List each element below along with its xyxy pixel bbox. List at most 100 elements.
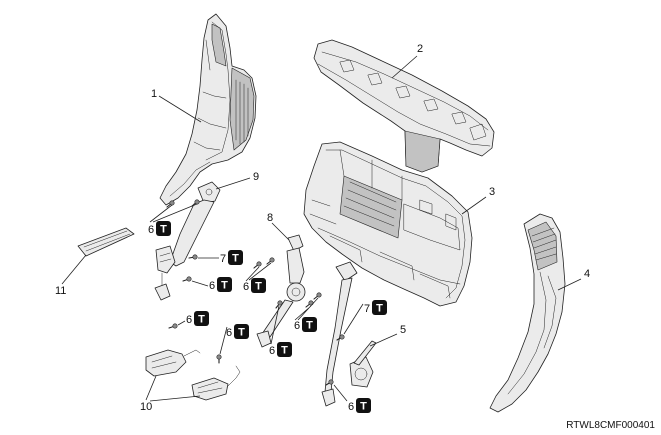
part-3-center-opening bbox=[339, 175, 403, 239]
torque-icon-symbol: T bbox=[232, 253, 239, 265]
torque-icon: T bbox=[302, 317, 317, 332]
bolt-head bbox=[186, 276, 192, 282]
leader-line-part-10 bbox=[145, 375, 201, 402]
bolt-icon bbox=[253, 261, 262, 269]
part-8-retractor-hub bbox=[291, 287, 301, 297]
torque-icon: T bbox=[372, 300, 387, 315]
part-8-upper-anchor bbox=[287, 234, 304, 252]
part-1-outline bbox=[159, 13, 257, 206]
part-1-grille-lines bbox=[235, 79, 249, 145]
bolt-icon bbox=[182, 276, 192, 282]
leader-line-part-4 bbox=[557, 278, 582, 291]
leader-line-part-1 bbox=[158, 95, 202, 123]
torque-icon: T bbox=[356, 398, 371, 413]
part-3-ribs bbox=[325, 149, 466, 299]
torque-icon-symbol: T bbox=[376, 303, 383, 315]
bolt-head bbox=[216, 354, 222, 360]
part-10-buckle-a-lines bbox=[151, 349, 201, 369]
leader-line-part-9 bbox=[215, 177, 251, 190]
part-callout-9: 9 bbox=[253, 171, 259, 183]
bolt-icon bbox=[313, 292, 322, 300]
fastener-callout: 6 bbox=[269, 345, 275, 357]
fastener-callout: 7 bbox=[220, 253, 226, 265]
leader-line-part-11 bbox=[61, 254, 87, 285]
part-4-illustration bbox=[489, 213, 566, 413]
part-1-detail-lines bbox=[169, 21, 231, 197]
part-callout-5: 5 bbox=[400, 324, 406, 336]
bolt-head bbox=[194, 199, 200, 205]
part-callout-3: 3 bbox=[489, 186, 495, 198]
leader-line-part-5 bbox=[369, 333, 398, 347]
torque-icon: T bbox=[228, 250, 243, 265]
part-2-hanging-tab bbox=[404, 130, 441, 173]
bolt-head bbox=[269, 257, 275, 263]
part-8-lower-strap bbox=[261, 299, 294, 338]
fastener-callout: 6 bbox=[226, 327, 232, 339]
part-callout-11: 11 bbox=[55, 285, 66, 297]
bolt-head bbox=[256, 261, 262, 267]
fastener-callout: 6 bbox=[186, 314, 192, 326]
bolt-head bbox=[277, 300, 283, 306]
torque-icon-box bbox=[277, 342, 292, 357]
part-2-illustration bbox=[313, 39, 495, 173]
leader-line-fastener bbox=[343, 303, 364, 335]
bolt-icon bbox=[325, 379, 334, 386]
leader-line-fastener bbox=[191, 280, 209, 287]
part-5-lower-anchor bbox=[321, 388, 336, 407]
torque-icon-box bbox=[234, 324, 249, 339]
torque-icon-box bbox=[356, 398, 371, 413]
torque-icon-box bbox=[228, 250, 243, 265]
bolt-icon bbox=[336, 334, 345, 341]
torque-icon-box bbox=[217, 277, 232, 292]
part-9-anchor-hole bbox=[205, 188, 213, 196]
leader-line-part-8 bbox=[271, 222, 290, 241]
bolt-icon bbox=[188, 254, 198, 260]
part-9-retractor bbox=[155, 245, 176, 274]
part-3-illustration bbox=[303, 141, 473, 307]
bolt-icon bbox=[216, 354, 222, 364]
bolt-head bbox=[328, 379, 334, 385]
part-callout-10: 10 bbox=[140, 401, 152, 413]
torque-icon-box bbox=[251, 278, 266, 293]
torque-icon-symbol: T bbox=[281, 345, 288, 357]
bolt-icon bbox=[275, 300, 283, 309]
part-8-belt-strap bbox=[286, 247, 305, 284]
torque-icon-box bbox=[156, 221, 171, 236]
torque-icon-symbol: T bbox=[238, 327, 245, 339]
torque-icon-symbol: T bbox=[360, 401, 367, 413]
torque-icon-symbol: T bbox=[221, 280, 228, 292]
torque-icon-symbol: T bbox=[198, 314, 205, 326]
part-11-illustration bbox=[77, 227, 135, 257]
part-2-detail-lines bbox=[317, 51, 491, 147]
part-10-buckle-b bbox=[191, 377, 229, 401]
bolt-head bbox=[192, 254, 198, 260]
part-5-upper-anchor bbox=[335, 261, 358, 282]
fastener-callout: 6 bbox=[148, 224, 154, 236]
part-1-illustration bbox=[159, 13, 257, 206]
part-3-detail-lines bbox=[309, 149, 461, 299]
part-10-buckle-a bbox=[145, 349, 187, 377]
fastener-callout: 6 bbox=[294, 320, 300, 332]
bolt-icon bbox=[166, 200, 175, 208]
torque-icon-symbol: T bbox=[160, 224, 167, 236]
part-callout-1: 1 bbox=[151, 88, 157, 100]
torque-icon: T bbox=[156, 221, 171, 236]
part-10-illustration bbox=[145, 349, 241, 401]
part-callout-4: 4 bbox=[584, 268, 590, 280]
leader-line-fastener bbox=[333, 384, 348, 402]
part-10-buckle-b-lines bbox=[197, 365, 241, 394]
bolt-icon bbox=[266, 257, 275, 265]
leader-line-fastener bbox=[219, 326, 228, 355]
bolt-head bbox=[172, 323, 178, 329]
leader-line-fastener bbox=[149, 203, 198, 223]
torque-icon-symbol: T bbox=[255, 281, 262, 293]
part-2-outline bbox=[313, 39, 495, 173]
part-11-detail-lines bbox=[83, 230, 131, 252]
leader-line-part-3 bbox=[461, 196, 487, 215]
part-9-illustration bbox=[154, 181, 221, 301]
torque-icon-box bbox=[372, 300, 387, 315]
bolt-head bbox=[339, 334, 345, 340]
part-4-detail-lines bbox=[507, 227, 557, 395]
torque-icon: T bbox=[251, 278, 266, 293]
